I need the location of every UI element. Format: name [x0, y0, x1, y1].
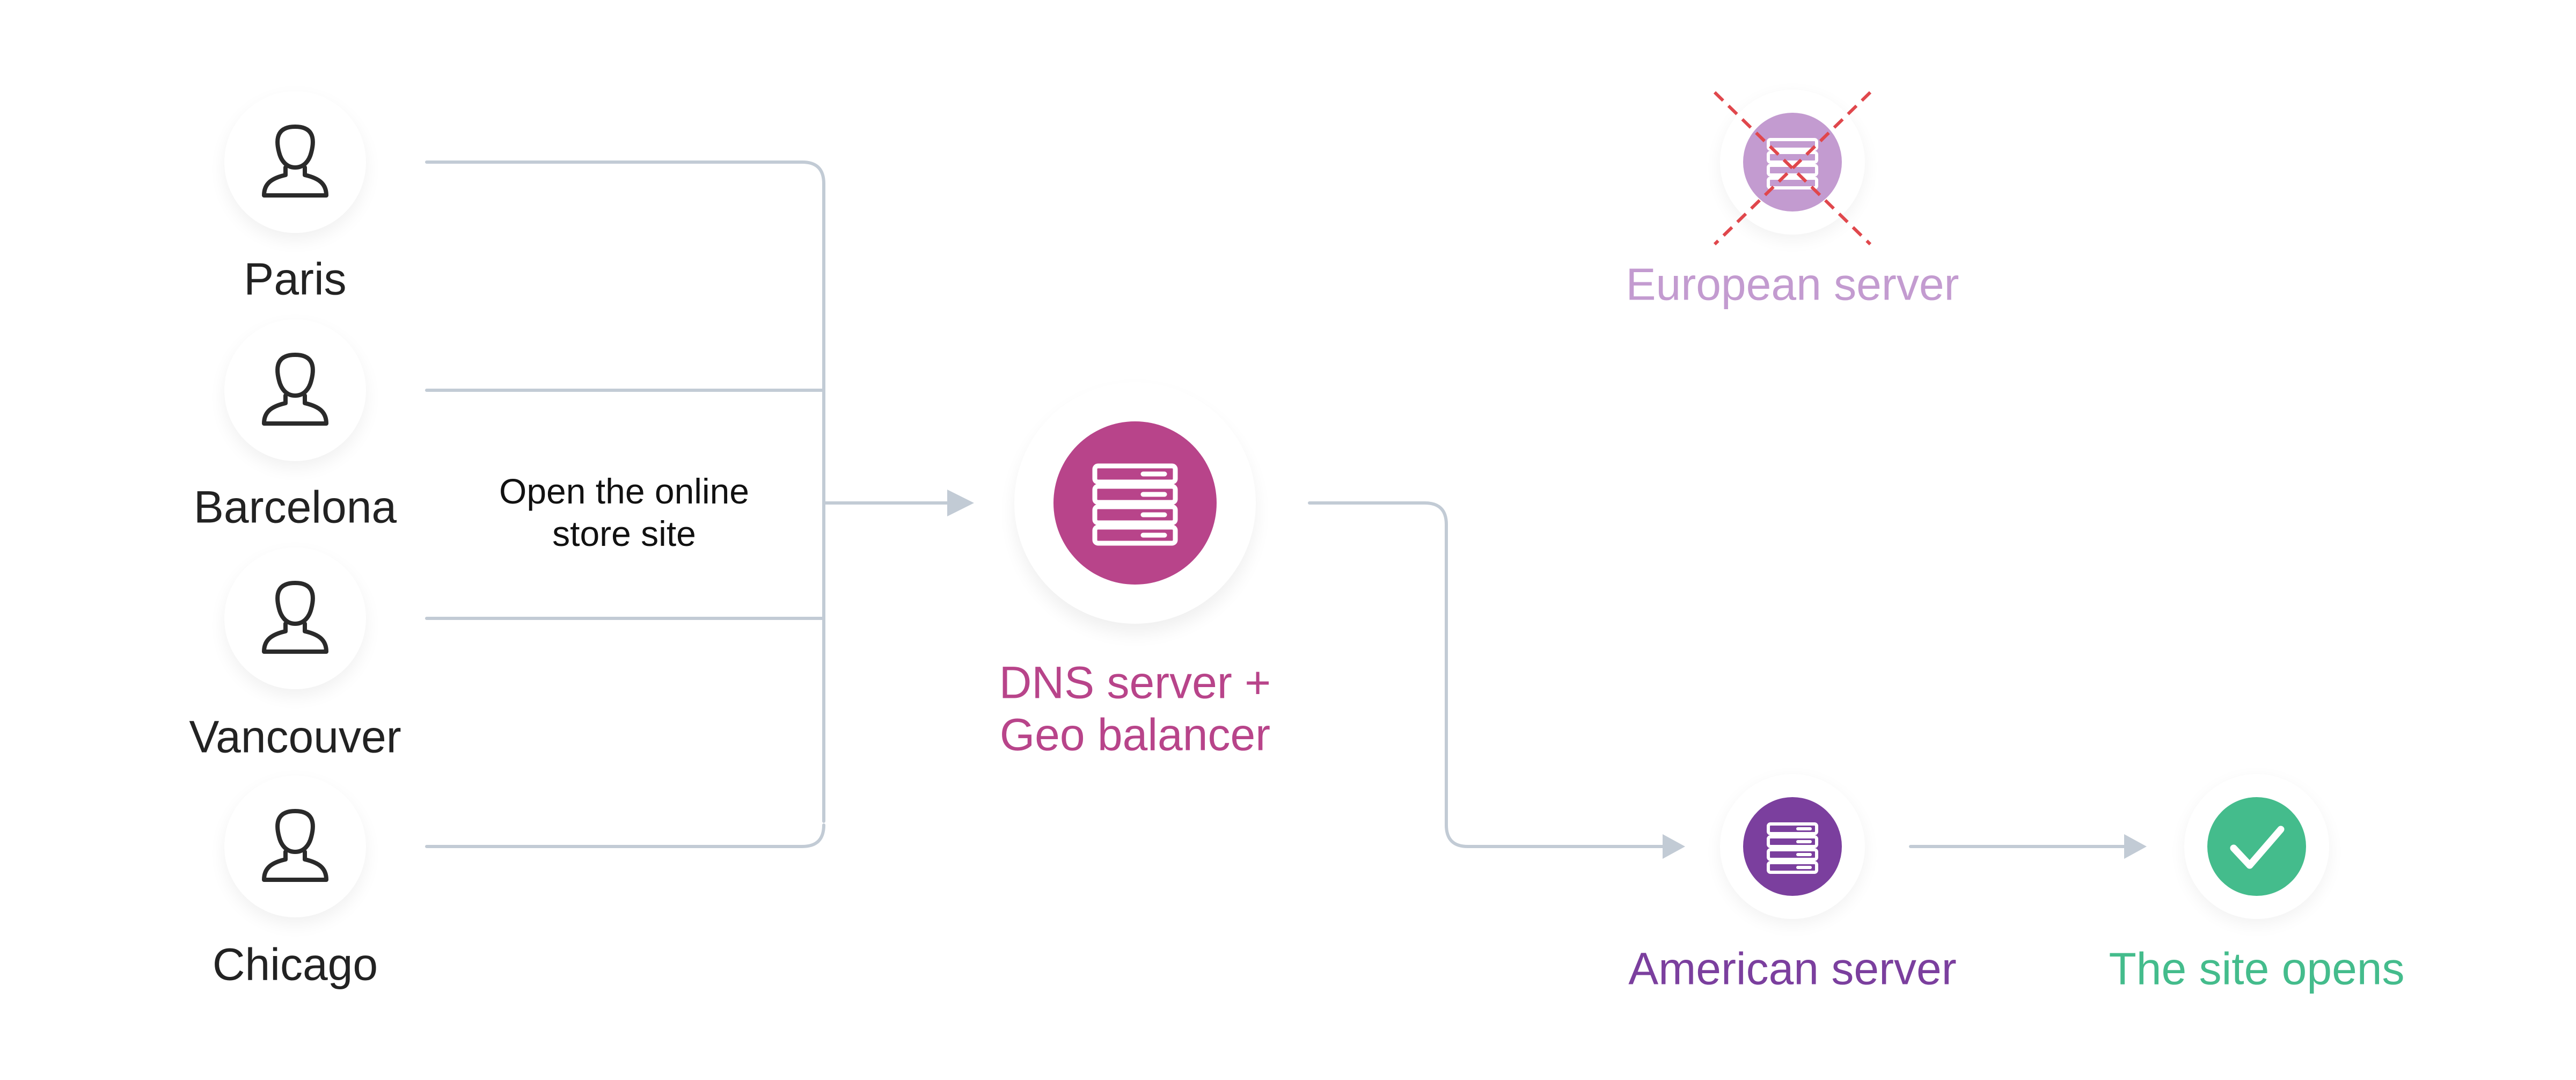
request-label-line-1: Open the online — [499, 471, 750, 511]
user-node-vancouver — [224, 548, 366, 696]
connector-chicago — [425, 823, 825, 848]
dns-label-line-1: DNS server + — [999, 657, 1271, 708]
request-label-line-2: store site — [552, 514, 696, 553]
server-icon — [1767, 822, 1818, 874]
user-label-vancouver: Vancouver — [189, 711, 401, 762]
user-icon — [262, 581, 328, 654]
connector-paris — [425, 160, 825, 823]
request-label: Open the online store site — [499, 470, 749, 555]
site-opens-label: The site opens — [2109, 943, 2405, 994]
dns-label: DNS server + Geo balancer — [999, 656, 1271, 760]
arrowhead-result — [2124, 834, 2147, 859]
european-server-node — [1713, 90, 1872, 246]
american-server-node — [1720, 774, 1865, 924]
user-label-chicago: Chicago — [212, 939, 378, 990]
arrowhead-american — [1663, 834, 1685, 859]
user-node-chicago — [224, 776, 366, 924]
user-label-barcelona: Barcelona — [193, 481, 397, 532]
user-icon — [262, 125, 328, 198]
server-icon — [1767, 138, 1818, 189]
site-opens-node — [2184, 774, 2329, 924]
checkmark-icon — [2230, 826, 2285, 869]
user-icon — [262, 353, 328, 426]
cross-icon — [1713, 91, 1872, 246]
european-server-label: European server — [1626, 259, 1959, 310]
connector-dns-to-american — [1308, 501, 1668, 848]
dns-node — [1014, 382, 1256, 633]
user-node-paris — [224, 91, 366, 240]
user-label-paris: Paris — [244, 253, 347, 304]
arrowhead-dns — [947, 490, 974, 516]
american-server-label: American server — [1628, 943, 1957, 994]
user-icon — [262, 809, 328, 882]
server-icon — [1092, 463, 1178, 546]
dns-label-line-2: Geo balancer — [999, 709, 1271, 760]
user-node-barcelona — [224, 319, 366, 468]
